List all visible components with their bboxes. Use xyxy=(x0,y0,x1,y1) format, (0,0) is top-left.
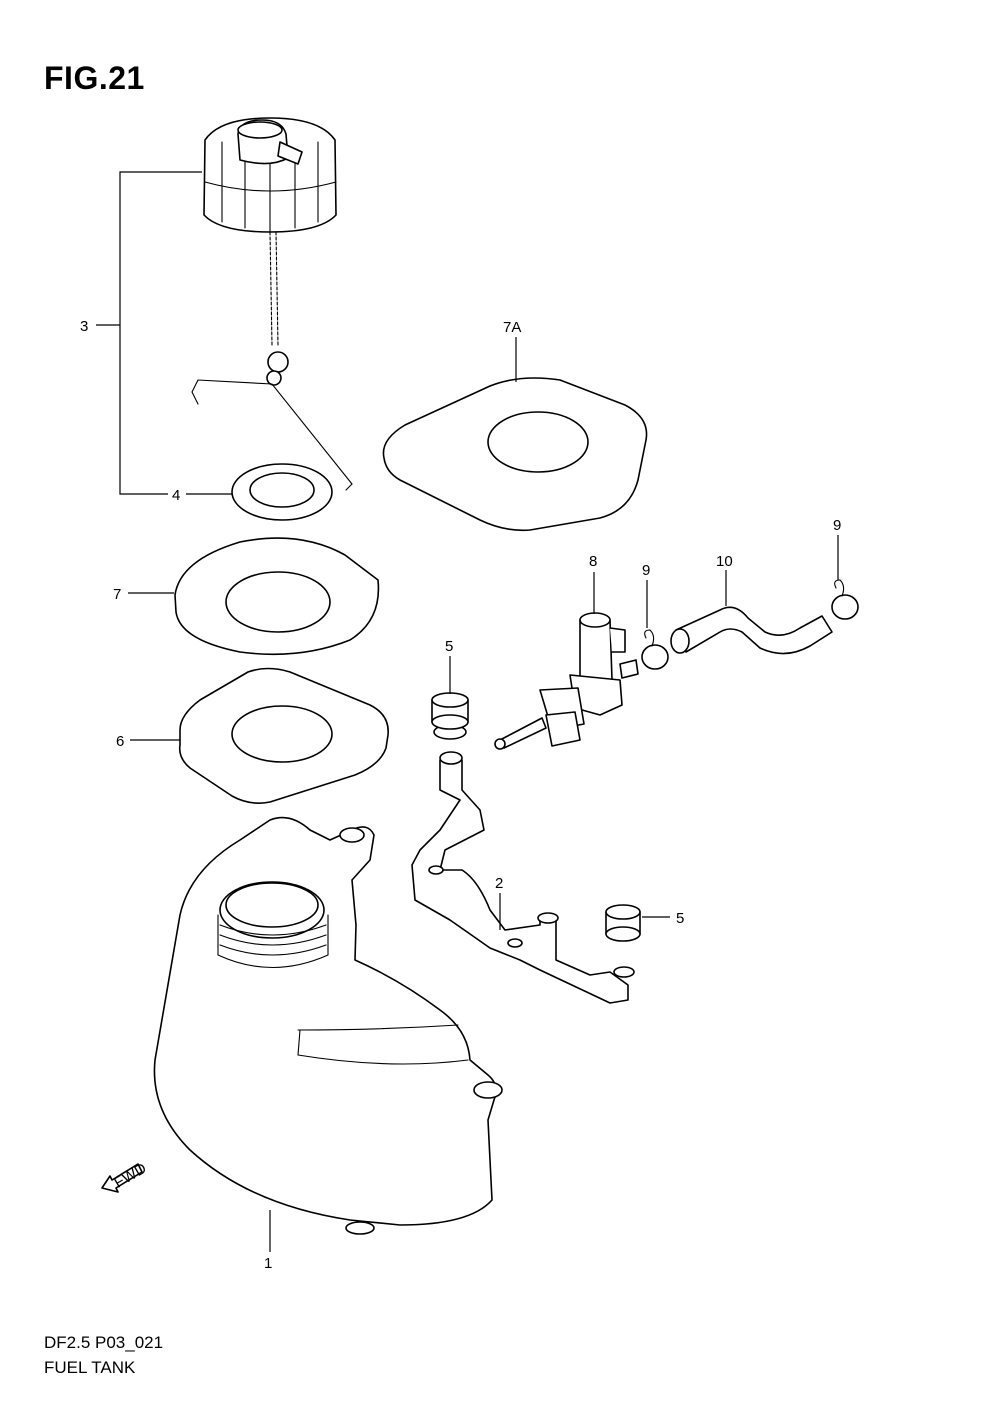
hose-clip-left xyxy=(641,629,669,670)
callout-hose: 10 xyxy=(716,553,733,570)
callout-cushion-upper: 7 xyxy=(113,586,121,603)
callout-cushion-top: 7A xyxy=(503,319,521,336)
callout-cock: 8 xyxy=(589,553,597,570)
cap-chain xyxy=(191,231,353,491)
callout-numbers: 1 2 3 4 5 5 6 7 7A 8 9 9 10 xyxy=(80,318,841,1272)
callout-cap-assembly: 3 xyxy=(80,318,88,335)
callout-cap-gasket: 4 xyxy=(172,487,180,504)
cushion-7 xyxy=(174,537,380,656)
grommet-upper xyxy=(431,692,469,740)
grommet-right xyxy=(605,904,641,942)
callout-clip-left: 9 xyxy=(642,562,650,579)
hose-clip-right xyxy=(831,579,859,620)
figure-title: FIG.21 xyxy=(44,60,145,96)
cap-gasket xyxy=(231,463,333,521)
forward-arrow-label: FWD xyxy=(111,1160,149,1192)
fuel-cock xyxy=(494,612,639,750)
forward-arrow: FWD xyxy=(101,1160,150,1193)
cushion-6 xyxy=(178,667,389,804)
tank-bracket xyxy=(411,751,635,1004)
callout-clip-right: 9 xyxy=(833,517,841,534)
callout-tank: 1 xyxy=(264,1255,272,1272)
callout-grommet-right: 5 xyxy=(676,910,684,927)
diagram-name: FUEL TANK xyxy=(44,1358,136,1377)
fuel-tank xyxy=(153,816,503,1235)
callout-cushion-lower: 6 xyxy=(116,733,124,750)
diagram-code: DF2.5 P03_021 xyxy=(44,1333,164,1352)
leader-lines xyxy=(96,171,839,1252)
callout-bracket: 2 xyxy=(495,875,503,892)
fuel-cap xyxy=(203,117,337,233)
fuel-hose xyxy=(670,606,833,655)
callout-grommet-upper: 5 xyxy=(445,638,453,655)
cushion-plate-7a xyxy=(382,377,648,532)
